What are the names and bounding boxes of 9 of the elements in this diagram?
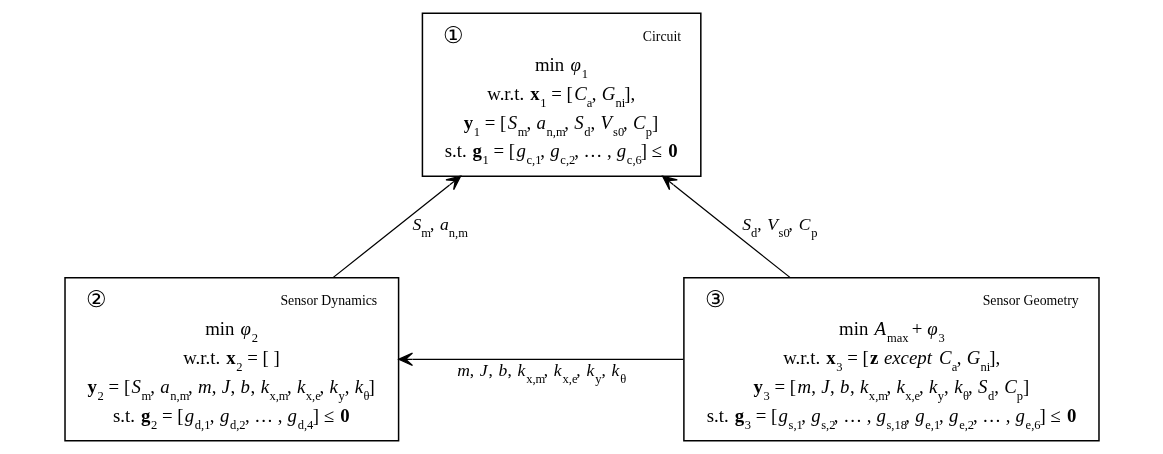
node-box: ① Circuit min φ$_{1}$ w.r.t. x$_{1}$ = [C$_{a}$, G$_{ni}$], y$_{1}$ = [S$_{m}$, a$_{n,m}$, S$_{d}$, V$_{s0}$, C$_{p}$] s.t. g$_{1}$ = [g$_{c,1}$, g$_{c,2}$, … , g$_{c,6}$] ≤ 0	[421, 12, 702, 177]
node-box: ② Sensor Dynamics min φ$_{2}$ w.r.t. x$_{2}$ = [ ] y$_{2}$ = [S$_{m}$, a$_{n,m}$, m, J, b, k$_{x,m}$, k$_{x,e}$, k$_{y}$, k$_{θ}$] s.t. g$_{2}$ = [g$_{d,1}$, g$_{d,2}$, … , g$_{d,4}$] ≤ 0	[63, 277, 399, 442]
arrow	[661, 175, 791, 279]
edge-label: S$_{m}$, a$_{n,m}$	[411, 214, 468, 241]
edge-label: S$_{d}$, V$_{s0}$, C$_{p}$	[741, 214, 817, 241]
arrow	[397, 352, 684, 367]
node-box: ③ Sensor Geometry min A$_{max}$ + φ$_{3}$ w.r.t. x$_{3}$ = [z except C$_{a}$, G$_{ni}$], y$_{3}$ = [m, J, b, k$_{x,m}$, k$_{x,e}$, k$_{y}$, k$_{θ}$, S$_{d}$, C$_{p}$] s.t. g$_{3}$ = [g$_{s,1}$, g$_{s,2}$, … , g$_{s,18}$, g$_{e,1}$, g$_{e,2}$, … , g$_{e,6}$] ≤ 0	[682, 277, 1100, 442]
arrow	[331, 175, 461, 279]
edge-label: m, J, b, k$_{x,m}$, k$_{x,e}$, k$_{y}$, k$_{θ}$	[456, 359, 626, 386]
